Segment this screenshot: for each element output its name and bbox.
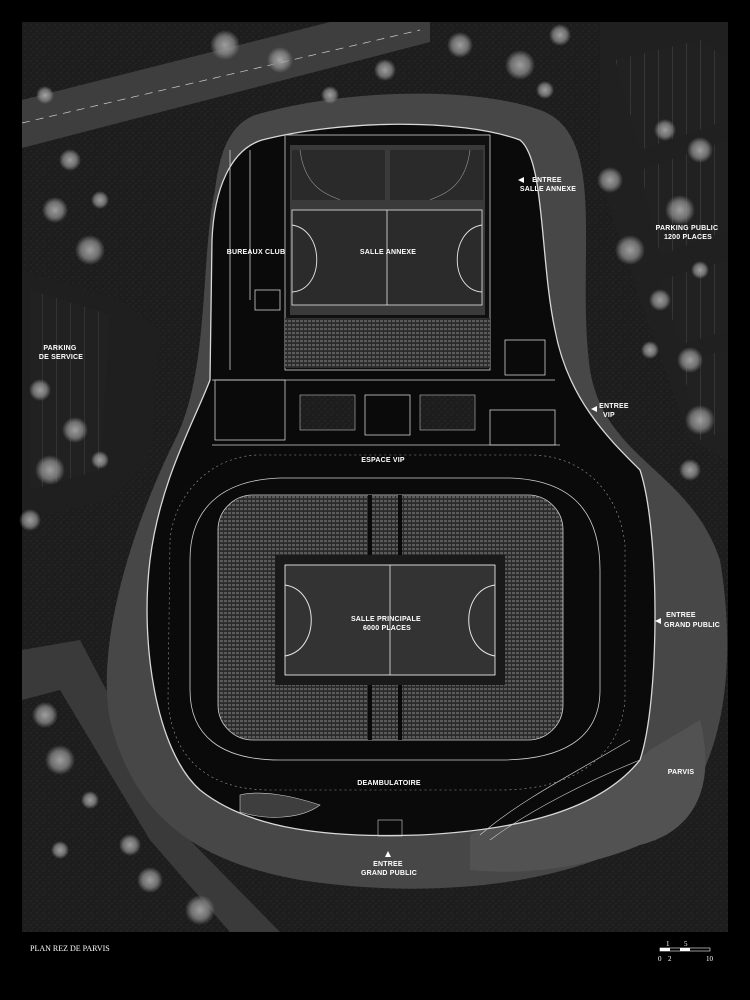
tree-mark: [62, 417, 88, 443]
tree-mark: [687, 137, 713, 163]
label-parking-public: PARKING PUBLIC 1200 PLACES: [656, 225, 721, 241]
tree-mark: [321, 86, 339, 104]
tree-mark: [267, 47, 293, 73]
tree-mark: [691, 261, 709, 279]
tree-mark: [51, 841, 69, 859]
north-road: [22, 22, 430, 148]
tree-mark: [679, 459, 701, 481]
tree-mark: [677, 347, 703, 373]
tree-mark: [374, 59, 396, 81]
tree-mark: [665, 195, 695, 225]
tree-mark: [91, 191, 109, 209]
label-entree-vip: ENTREE VIP: [599, 403, 631, 419]
tree-mark: [615, 235, 645, 265]
tree-mark: [35, 455, 65, 485]
label-deambulatoire: DEAMBULATOIRE: [357, 780, 421, 787]
tree-mark: [185, 895, 215, 925]
plan-caption: PLAN REZ DE PARVIS: [30, 944, 110, 953]
scale-bar: 1 5 0 2 10: [658, 940, 714, 963]
tree-mark: [505, 50, 535, 80]
label-parking-service: PARKING DE SERVICE: [39, 345, 83, 361]
tree-mark: [597, 167, 623, 193]
tree-mark: [137, 867, 163, 893]
site-trees: [19, 24, 715, 925]
tree-mark: [59, 149, 81, 171]
tree-mark: [536, 81, 554, 99]
tree-mark: [36, 86, 54, 104]
tree-mark: [81, 791, 99, 809]
label-entree-annexe: ENTREE SALLE ANNEXE: [520, 177, 576, 193]
label-entree-grand-public-south: ENTREE GRAND PUBLIC: [361, 861, 417, 877]
annex-court: [285, 145, 490, 368]
tree-mark: [32, 702, 58, 728]
label-salle-annexe: SALLE ANNEXE: [360, 249, 416, 256]
concourse-ring: [189, 477, 601, 761]
label-salle-principale: SALLE PRINCIPALE 6000 PLACES: [351, 616, 423, 632]
plan-labels: ENTREE SALLE ANNEXE PARKING PUBLIC 1200 …: [39, 177, 721, 877]
tree-mark: [654, 119, 676, 141]
tree-mark: [649, 289, 671, 311]
svg-text:0: 0: [658, 955, 662, 963]
tree-mark: [91, 451, 109, 469]
svg-text:2: 2: [668, 955, 672, 963]
svg-text:5: 5: [684, 940, 688, 948]
tree-mark: [641, 341, 659, 359]
main-arena: [217, 494, 564, 741]
tree-mark: [45, 745, 75, 775]
label-parvis: PARVIS: [668, 769, 695, 776]
tree-mark: [549, 24, 571, 46]
tree-mark: [685, 405, 715, 435]
svg-text:10: 10: [706, 955, 714, 963]
tree-mark: [75, 235, 105, 265]
label-bureaux-club: BUREAUX CLUB: [227, 249, 285, 256]
tree-mark: [447, 32, 473, 58]
label-espace-vip: ESPACE VIP: [361, 457, 405, 464]
svg-text:1: 1: [666, 940, 670, 948]
tree-mark: [19, 509, 41, 531]
tree-mark: [210, 30, 240, 60]
tree-mark: [42, 197, 68, 223]
tree-mark: [29, 379, 51, 401]
label-entree-grand-public-east: ENTREE GRAND PUBLIC: [664, 612, 720, 629]
tree-mark: [119, 834, 141, 856]
